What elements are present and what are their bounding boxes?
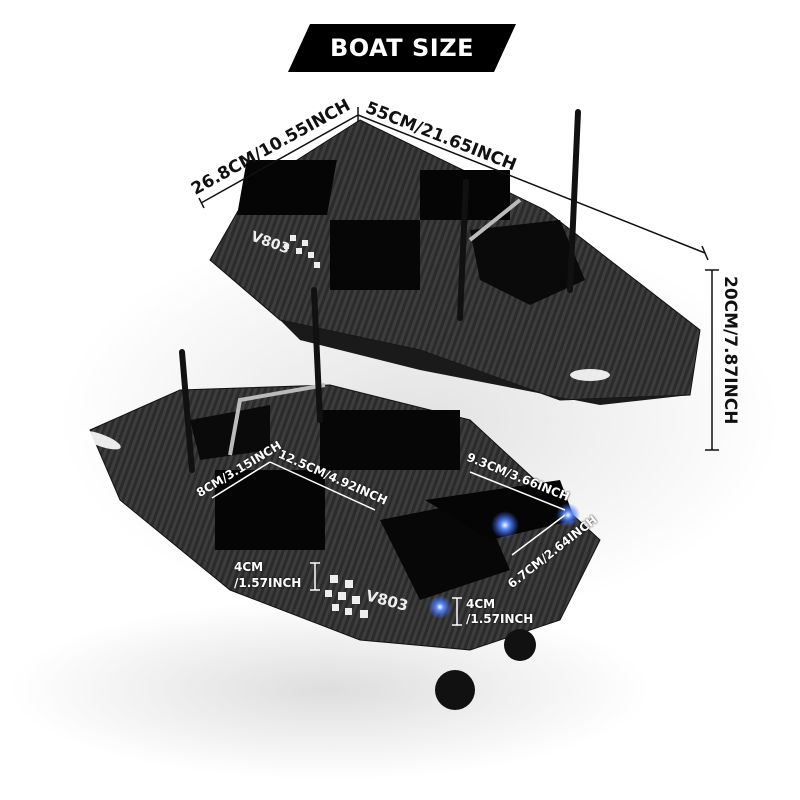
hopper-depth-left-line1: 4CM <box>234 560 264 574</box>
hopper-depth-right-line1: 4CM <box>466 597 496 611</box>
height-dimension-label: 20CM/7.87INCH <box>720 276 740 425</box>
dimension-lines <box>198 107 719 451</box>
bottom-boat: V803 <box>79 287 601 710</box>
page-title: BOAT SIZE <box>330 34 474 62</box>
hopper-depth-right-line2: /1.57INCH <box>466 612 534 626</box>
title-banner: BOAT SIZE <box>288 24 516 72</box>
top-boat: V803 <box>209 109 701 405</box>
hopper-dimension-lines <box>211 461 566 626</box>
banner-shape <box>288 24 516 72</box>
hopper-depth-left-line2: /1.57INCH <box>234 576 302 590</box>
